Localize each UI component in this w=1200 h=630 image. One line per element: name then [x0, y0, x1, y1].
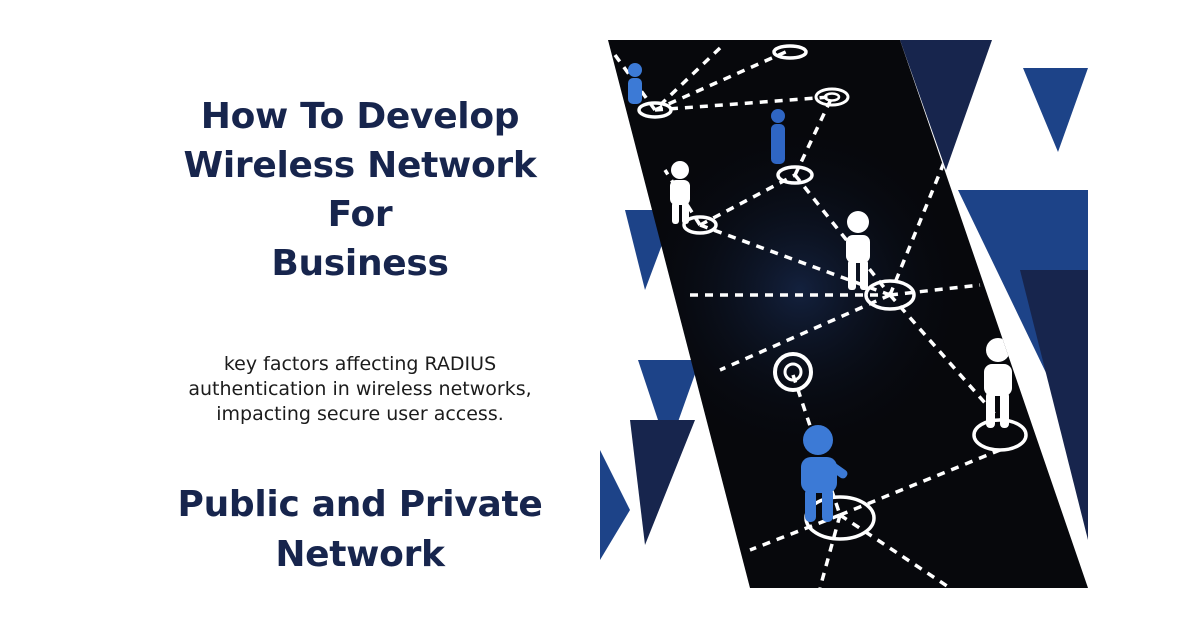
bottom-heading-line: Network: [275, 534, 445, 575]
headline: How To Develop Wireless Network For Busi…: [130, 92, 590, 288]
node-ring: [772, 44, 808, 60]
network-illustration: [600, 40, 1088, 588]
subtitle-line: authentication in wireless networks,: [188, 378, 532, 400]
subtitle-line: key factors affecting RADIUS: [223, 353, 497, 375]
triangle-shape: [600, 450, 630, 560]
headline-line: Wireless Network: [183, 145, 537, 186]
target-icon: [814, 87, 850, 107]
bottom-heading: Public and Private Network: [130, 480, 590, 580]
person-icon: [846, 211, 870, 290]
target-icon: [773, 352, 813, 392]
subtitle-line: impacting secure user access.: [216, 403, 504, 425]
person-icon: [670, 161, 690, 224]
triangle-shape: [1023, 68, 1088, 152]
person-icon: [771, 109, 785, 164]
node-ring: [682, 215, 718, 235]
headline-line: Business: [271, 243, 449, 284]
triangle-shape: [900, 40, 992, 170]
subtitle: key factors affecting RADIUS authenticat…: [130, 352, 590, 427]
node-ring: [776, 165, 814, 185]
node-ring: [637, 101, 673, 119]
headline-line: How To Develop: [200, 96, 520, 137]
triangle-shape: [1020, 270, 1088, 540]
headline-line: For: [327, 194, 393, 235]
person-icon: [801, 425, 848, 522]
triangle-shape: [638, 360, 700, 450]
bottom-heading-line: Public and Private: [177, 484, 543, 525]
triangle-shape: [630, 420, 695, 545]
person-icon: [628, 63, 642, 104]
node-ring: [864, 279, 916, 311]
person-icon: [984, 338, 1012, 428]
text-column: How To Develop Wireless Network For Busi…: [130, 80, 590, 600]
